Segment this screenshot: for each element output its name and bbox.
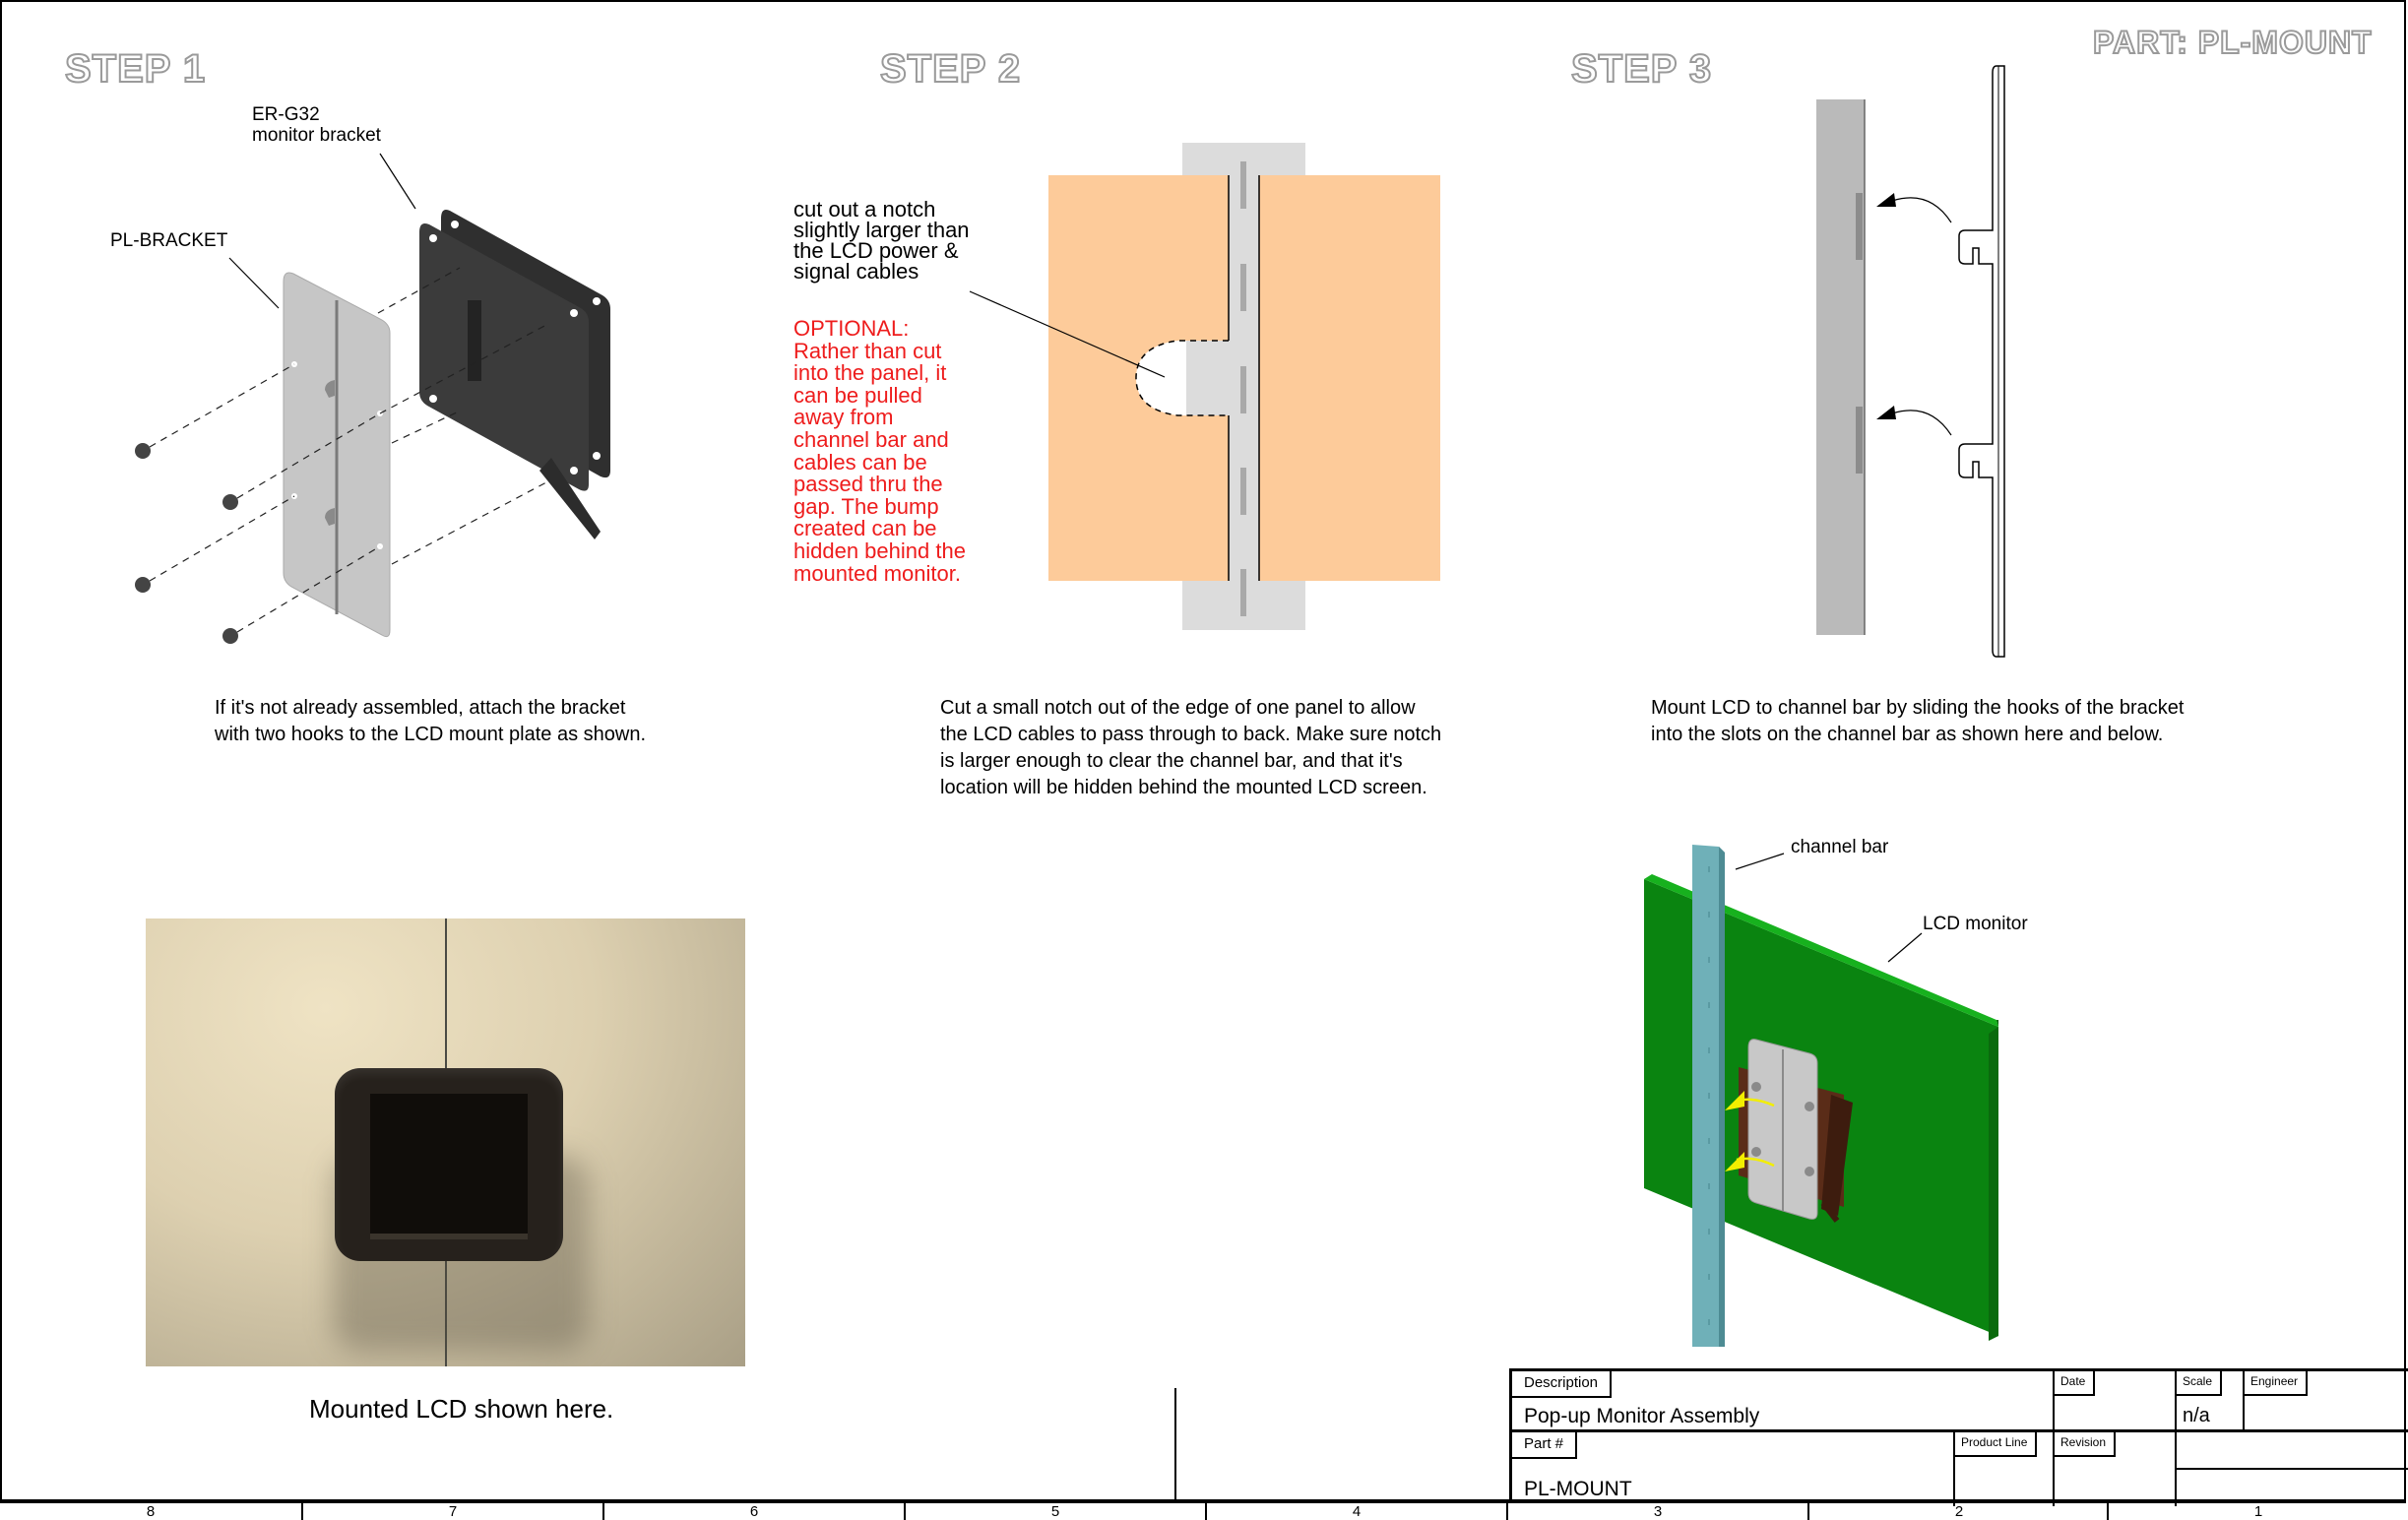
step-3-instruction: Mount LCD to channel bar by sliding the … (1651, 697, 2185, 745)
bracket-profile (1958, 65, 2005, 658)
arrow-lower-icon (1876, 406, 1896, 419)
lcd-monitor-label: LCD monitor (1923, 914, 2028, 934)
step-2-instruction: Cut a small notch out of the edge of one… (940, 697, 1442, 798)
date-label: Date (2055, 1371, 2096, 1396)
notch-callout: cut out a notch slightly larger than the… (793, 197, 970, 284)
part-number-label: Part # (1512, 1432, 1578, 1459)
zone-2: 2 (1807, 1503, 2109, 1520)
engineer-cell: Engineer (2245, 1371, 2408, 1429)
yellow-arrow-upper-icon (1725, 1091, 1744, 1110)
part-number-value: PL-MOUNT (1524, 1478, 1632, 1500)
description-cell: Description Pop-up Monitor Assembly (1512, 1371, 2055, 1429)
zone-5: 5 (904, 1503, 1205, 1520)
step-3-side-view (1816, 65, 2005, 658)
step-1-instruction: If it's not already assembled, attach th… (215, 697, 647, 745)
description-label: Description (1512, 1371, 1613, 1398)
zone-strip: 8 7 6 5 4 3 2 1 (0, 1503, 2408, 1520)
step-1-exploded-view (135, 153, 610, 644)
step-1-title: STEP 1 (64, 46, 207, 92)
assembly-3d-view (1644, 845, 1998, 1347)
zone-8: 8 (146, 1503, 156, 1520)
revision-cell: Revision (2055, 1432, 2177, 1506)
pl-bracket-plate (283, 272, 391, 638)
zone-4: 4 (1205, 1503, 1506, 1520)
revision-label: Revision (2055, 1432, 2117, 1457)
step-2-panel-diagram (969, 143, 1440, 630)
slot-upper (1856, 193, 1863, 260)
channel-bar-label: channel bar (1791, 837, 1889, 857)
product-line-label: Product Line (1955, 1432, 2038, 1457)
part-number-cell: Part # PL-MOUNT (1512, 1432, 1955, 1506)
divider-line (1174, 1388, 1176, 1503)
photo-caption: Mounted LCD shown here. (309, 1394, 614, 1424)
zone-3: 3 (1506, 1503, 1807, 1520)
pl-bracket-label: PL-BRACKET (110, 230, 228, 251)
date-cell: Date (2055, 1371, 2177, 1429)
zone-6: 6 (602, 1503, 904, 1520)
product-line-cell: Product Line (1955, 1432, 2055, 1506)
right-panel (1259, 175, 1440, 581)
scale-cell: Scale n/a (2177, 1371, 2245, 1429)
er-g32-bracket (419, 210, 610, 539)
scale-label: Scale (2177, 1371, 2223, 1396)
mounted-lcd-photo (146, 918, 745, 1366)
lcd-monitor-photo (335, 1068, 563, 1261)
blank-cell (2177, 1432, 2408, 1506)
zone-1: 1 (2107, 1503, 2408, 1520)
er-g32-label: ER-G32 monitor bracket (252, 104, 381, 146)
channel-bar-side (1816, 99, 1865, 635)
yellow-arrow-lower-icon (1725, 1152, 1744, 1172)
optional-note: OPTIONAL: Rather than cut into the panel… (793, 316, 966, 586)
screws (135, 443, 238, 644)
zone-7: 7 (301, 1503, 602, 1520)
description-value: Pop-up Monitor Assembly (1524, 1405, 1760, 1427)
engineer-label: Engineer (2245, 1371, 2309, 1396)
scale-value: n/a (2183, 1405, 2210, 1426)
arrow-upper-icon (1876, 193, 1896, 207)
slot-lower (1856, 407, 1863, 474)
step-2-title: STEP 2 (879, 46, 1022, 92)
step-3-title: STEP 3 (1570, 46, 1713, 92)
title-block: Description Pop-up Monitor Assembly Date… (1509, 1368, 2408, 1506)
part-heading: PART: PL-MOUNT (2092, 24, 2373, 61)
